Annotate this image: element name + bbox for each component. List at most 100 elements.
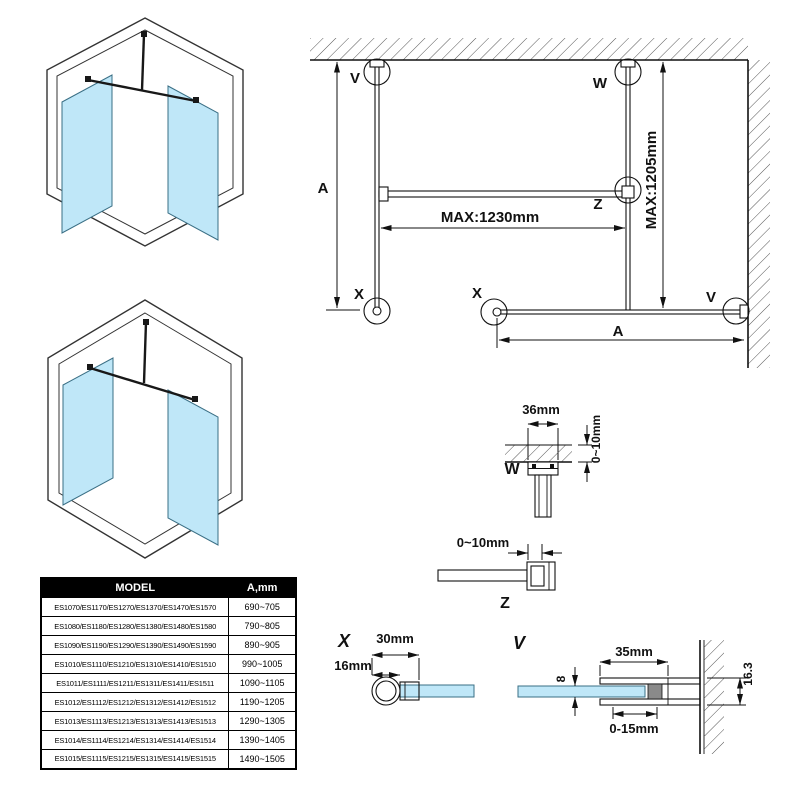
plan-panel2-end-post — [492, 307, 502, 317]
plan-callout-circle-x-mid — [480, 298, 508, 326]
plan-bar-connector-z — [621, 185, 635, 199]
plan-callout-circle-w — [614, 58, 642, 86]
detail-v-wall-hatch — [704, 640, 724, 754]
detail-w-width-label: 36mm — [522, 402, 560, 417]
detail-w-title: W — [504, 461, 520, 478]
detail-v-profile-bottom-plate — [599, 698, 701, 706]
detail-v-width-label: 35mm — [615, 644, 653, 659]
plan-callout-x-mid-label: X — [472, 285, 482, 302]
model-cell: ES1015/ES1115/ES1215/ES1315/ES1415/ES151… — [40, 749, 230, 769]
plan-bar-glass-clamp — [378, 186, 389, 202]
a-cell: 990~1005 — [228, 654, 297, 674]
detail-w-wall-hatch — [505, 445, 572, 462]
a-cell: 1090~1105 — [228, 673, 297, 693]
plan-view-diagram: A MAX:1230mm MAX:1205mm A V W Z X X V — [310, 38, 770, 368]
detail-x-width-label: 30mm — [376, 631, 414, 646]
plan-glass-panel-1 — [374, 59, 380, 311]
model-cell: ES1014/ES1114/ES1214/ES1314/ES1414/ES151… — [40, 730, 230, 750]
table-row: ES1080/ES1180/ES1280/ES1380/ES1480/ES158… — [40, 616, 297, 636]
plan-callout-x-left-label: X — [354, 286, 364, 303]
table-row: ES1015/ES1115/ES1215/ES1315/ES1415/ES151… — [40, 749, 297, 769]
detail-v-glass-panel — [517, 685, 646, 698]
iso1-room-outline — [46, 17, 244, 247]
detail-v-depth-dim — [707, 677, 746, 706]
detail-z-title: Z — [500, 595, 510, 612]
plan-callout-v-top-label: V — [350, 70, 360, 87]
plan-callout-circle-x-left — [363, 297, 391, 325]
a-cell: 790~805 — [228, 616, 297, 636]
detail-z-support-bar — [437, 569, 528, 582]
plan-callout-circle-v-top — [363, 58, 391, 86]
plan-dim-max-width-label: MAX:1230mm — [441, 209, 539, 226]
model-cell: ES1010/ES1110/ES1210/ES1310/ES1410/ES151… — [40, 654, 230, 674]
table-row: ES1070/ES1170/ES1270/ES1370/ES1470/ES157… — [40, 597, 297, 617]
model-cell: ES1080/ES1180/ES1280/ES1380/ES1480/ES158… — [40, 616, 230, 636]
plan-dim-a-bottom — [496, 318, 744, 348]
plan-dim-a-left-label: A — [318, 180, 329, 197]
detail-z-gap-dim — [508, 544, 562, 560]
iso1-room-outline-inner — [56, 29, 234, 235]
detail-x-width-dim — [371, 652, 420, 680]
detail-v-depth-label: 16.3 — [741, 662, 755, 686]
detail-z-clamp-inner — [530, 565, 545, 587]
detail-z-gap-label: 0~10mm — [457, 535, 509, 550]
plan-glass-panel-2 — [496, 309, 747, 315]
a-cell: 1190~1205 — [228, 692, 297, 712]
model-cell: ES1012/ES1112/ES1212/ES1312/ES1412/ES151… — [40, 692, 230, 712]
iso1-support-bars — [85, 31, 199, 103]
detail-v-profile-top-plate — [599, 677, 701, 685]
iso2-glass-panel-left — [62, 357, 114, 506]
detail-v-glass-thickness-label: 8 — [554, 675, 568, 682]
iso2-room-outline — [47, 299, 243, 559]
model-cell: ES1070/ES1170/ES1270/ES1370/ES1470/ES157… — [40, 597, 230, 617]
model-cell: ES1090/ES1190/ES1290/ES1390/ES1490/ES159… — [40, 635, 230, 655]
model-table-header-a: A,mm — [228, 577, 297, 598]
model-cell: ES1013/ES1113/ES1213/ES1313/ES1413/ES151… — [40, 711, 230, 731]
iso1-glass-panel-right — [167, 85, 219, 241]
iso2-glass-panel-right — [167, 389, 219, 546]
detail-w-screw-right — [550, 464, 554, 468]
a-cell: 890~905 — [228, 635, 297, 655]
iso-view-2 — [47, 299, 243, 559]
detail-w-gap-dim — [578, 425, 592, 482]
a-cell: 1390~1405 — [228, 730, 297, 750]
table-row: ES1013/ES1113/ES1213/ES1313/ES1413/ES151… — [40, 711, 297, 731]
plan-callout-v-right-label: V — [706, 289, 716, 306]
model-table-header-row: MODEL A,mm — [40, 577, 297, 598]
detail-x-end-post-inner — [375, 680, 397, 702]
plan-dim-max-height-label: MAX:1205mm — [643, 131, 660, 229]
detail-v-diagram: V 8 35mm 16.3 0-15mm — [513, 633, 755, 754]
plan-callout-z-label: Z — [593, 196, 602, 213]
table-row: ES1010/ES1110/ES1210/ES1310/ES1410/ES151… — [40, 654, 297, 674]
table-row: ES1012/ES1112/ES1212/ES1312/ES1412/ES151… — [40, 692, 297, 712]
detail-v-title: V — [513, 633, 527, 653]
a-cell: 1490~1505 — [228, 749, 297, 769]
a-cell: 1290~1305 — [228, 711, 297, 731]
detail-w-diagram: 36mm 0~10mm W — [504, 402, 603, 518]
table-row: ES1011/ES1111/ES1211/ES1311/ES1411/ES151… — [40, 673, 297, 693]
model-table: MODEL A,mm ES1070/ES1170/ES1270/ES1370/E… — [40, 577, 297, 770]
iso2-support-bars — [87, 319, 198, 402]
model-table-header-model: MODEL — [40, 577, 230, 598]
plan-wall-profile-v-top — [369, 59, 385, 68]
plan-dim-a-bottom-label: A — [613, 323, 624, 340]
iso2-room-outline-inner — [58, 312, 232, 545]
detail-v-adjust-dim — [612, 707, 658, 719]
detail-x-diameter-label: 16mm — [334, 658, 372, 673]
detail-v-set-screw-block — [647, 683, 663, 700]
table-row: ES1090/ES1190/ES1290/ES1390/ES1490/ES159… — [40, 635, 297, 655]
plan-wall-profile-v-right — [739, 304, 749, 319]
plan-top-wall-hatch — [310, 38, 748, 60]
detail-x-glass-panel — [399, 684, 475, 698]
plan-callout-circle-z — [614, 176, 642, 204]
detail-x-title: X — [337, 631, 351, 651]
plan-panel1-end-post — [372, 306, 382, 316]
plan-callout-circle-v-right — [722, 297, 750, 325]
plan-wall-bracket-w — [620, 59, 636, 68]
detail-z-diagram: 0~10mm Z — [437, 535, 562, 612]
plan-right-wall-hatch — [748, 60, 770, 368]
iso1-glass-panel-left — [61, 74, 113, 234]
detail-x-diagram: X 30mm 16mm — [334, 631, 475, 706]
plan-dim-a-left — [326, 61, 360, 311]
plan-callout-w-label: W — [593, 75, 608, 92]
